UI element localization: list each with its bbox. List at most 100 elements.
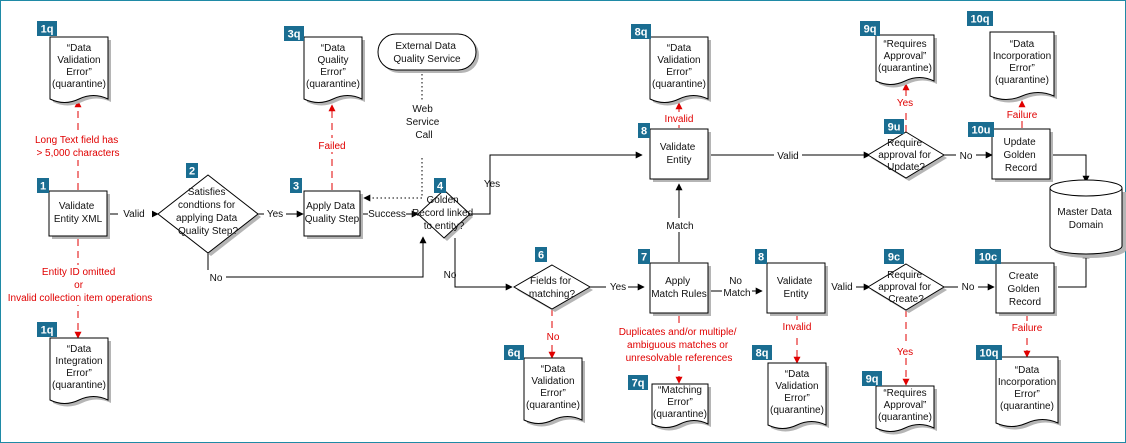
badge-b9q-bottom: 9q	[862, 371, 882, 386]
badge-b9q-top: 9q	[860, 21, 880, 36]
label-invalid-8-bottom: Invalid	[783, 322, 812, 333]
svg-text:9q: 9q	[864, 24, 877, 36]
svg-text:Golden Record linked: Golden Record linked to entity?	[412, 195, 476, 232]
badge-b1q-top: 1q	[37, 21, 57, 36]
svg-text:8: 8	[641, 126, 647, 138]
svg-text:10u: 10u	[972, 125, 991, 137]
decision-fields-for-matching: Fields for matching?	[513, 264, 593, 312]
edge-satisfies-no-to-golden	[207, 236, 427, 278]
svg-text:Master Data Domain: Master Data Domain	[1057, 207, 1114, 231]
svg-text:9q: 9q	[866, 374, 879, 386]
label-no-2: No	[210, 273, 223, 284]
label-invalid-8-top: Invalid	[665, 114, 694, 125]
badge-b7: 7	[638, 249, 650, 264]
badge-b8-bottom: 8	[755, 249, 767, 264]
svg-text:Require approval for: Require approval for Update?	[878, 138, 934, 173]
badge-b8-top: 8	[638, 123, 650, 138]
process-update-golden-record: Update Golden Record	[991, 128, 1053, 182]
badge-b10u: 10u	[968, 122, 994, 137]
badge-b8q-bottom: 8q	[752, 345, 772, 360]
decision-satisfies-conditions: Satisfies condtions for applying Data Qu…	[157, 174, 261, 256]
svg-text:3: 3	[293, 181, 299, 193]
svg-text:1q: 1q	[41, 24, 54, 36]
svg-text:Apply Data Quality Step: Apply Data Quality Step	[305, 201, 360, 225]
label-failure-10u: Failure	[1007, 110, 1038, 121]
badge-b4: 4	[434, 178, 446, 193]
badge-b9c: 9c	[884, 249, 904, 264]
edge-golden-no	[454, 238, 513, 291]
edge-golden-yes	[470, 151, 643, 215]
label-valid-8-bottom: Valid	[831, 282, 853, 293]
label-yes-9u: Yes	[897, 98, 913, 109]
svg-text:8: 8	[758, 252, 764, 264]
badge-b1: 1	[37, 178, 49, 193]
badge-b10q-top: 10q	[967, 11, 993, 26]
label-entity-id: Entity ID omitted or Invalid collection …	[8, 267, 153, 304]
label-valid-1: Valid	[123, 209, 145, 220]
svg-text:7q: 7q	[632, 378, 645, 390]
label-duplicates: Duplicates and/or multiple/ ambiguous ma…	[619, 327, 740, 364]
svg-text:Apply Match Rules: Apply Match Rules	[651, 276, 707, 300]
svg-text:8q: 8q	[635, 27, 648, 39]
decision-approval-update: Require approval for Update?	[867, 131, 947, 181]
badge-b7q: 7q	[628, 375, 648, 390]
svg-text:9u: 9u	[888, 122, 901, 134]
badge-b2: 2	[186, 163, 198, 178]
svg-text:Require approval for: Require approval for Create?	[878, 270, 934, 305]
edge-web-service	[363, 70, 423, 202]
badge-b10q-bottom: 10q	[976, 345, 1002, 360]
badge-b6q: 6q	[504, 345, 524, 360]
svg-text:2: 2	[189, 166, 195, 178]
svg-text:9c: 9c	[888, 252, 900, 264]
svg-text:Fields for matching?: Fields for matching?	[529, 276, 576, 300]
badge-b1q-bottom: 1q	[37, 322, 57, 337]
label-yes-6: Yes	[610, 282, 626, 293]
svg-text:3q: 3q	[288, 29, 301, 41]
svg-text:External Data Quality Se: External Data Quality Service	[393, 41, 461, 65]
badge-b9u: 9u	[884, 119, 904, 134]
label-valid-8-top: Valid	[777, 151, 799, 162]
process-validate-entity-top: Validate Entity	[649, 128, 711, 182]
label-yes-2: Yes	[267, 209, 283, 220]
database-master-data-domain: Master Data Domain	[1049, 179, 1126, 258]
label-long-text: Long Text field has > 5,000 characters	[35, 135, 121, 159]
svg-text:10q: 10q	[971, 14, 990, 26]
svg-text:6: 6	[538, 250, 544, 262]
terminator-external-dq-service: External Data Quality Service	[377, 33, 479, 73]
process-create-golden-record: Create Golden Record	[995, 262, 1057, 316]
label-no-4: No	[444, 270, 457, 281]
badge-b3: 3	[290, 178, 302, 193]
svg-text:8q: 8q	[756, 348, 769, 360]
svg-text:10q: 10q	[980, 348, 999, 360]
label-no-6: No	[547, 332, 560, 343]
svg-text:7: 7	[641, 252, 647, 264]
badge-b10c: 10c	[975, 249, 1001, 264]
label-web-service: Web Service Call	[406, 104, 442, 141]
process-validate-entity-bottom: Validate Entity	[766, 262, 828, 316]
edge-create-to-master	[1058, 251, 1090, 288]
svg-text:Satisfies condtions for: Satisfies condtions for applying Data Qu…	[176, 187, 240, 237]
badges: 1q 1 1q 2 3q 3 4 6 6q 7 7q 8q 8 8 8q 9q 9u 9c 9q 10q 10u 10c 1…	[37, 11, 1002, 390]
label-no-9c: No	[962, 282, 975, 293]
svg-text:Update Golden Reco: Update Golden Record	[1003, 137, 1038, 174]
label-failed-3: Failed	[318, 141, 345, 152]
